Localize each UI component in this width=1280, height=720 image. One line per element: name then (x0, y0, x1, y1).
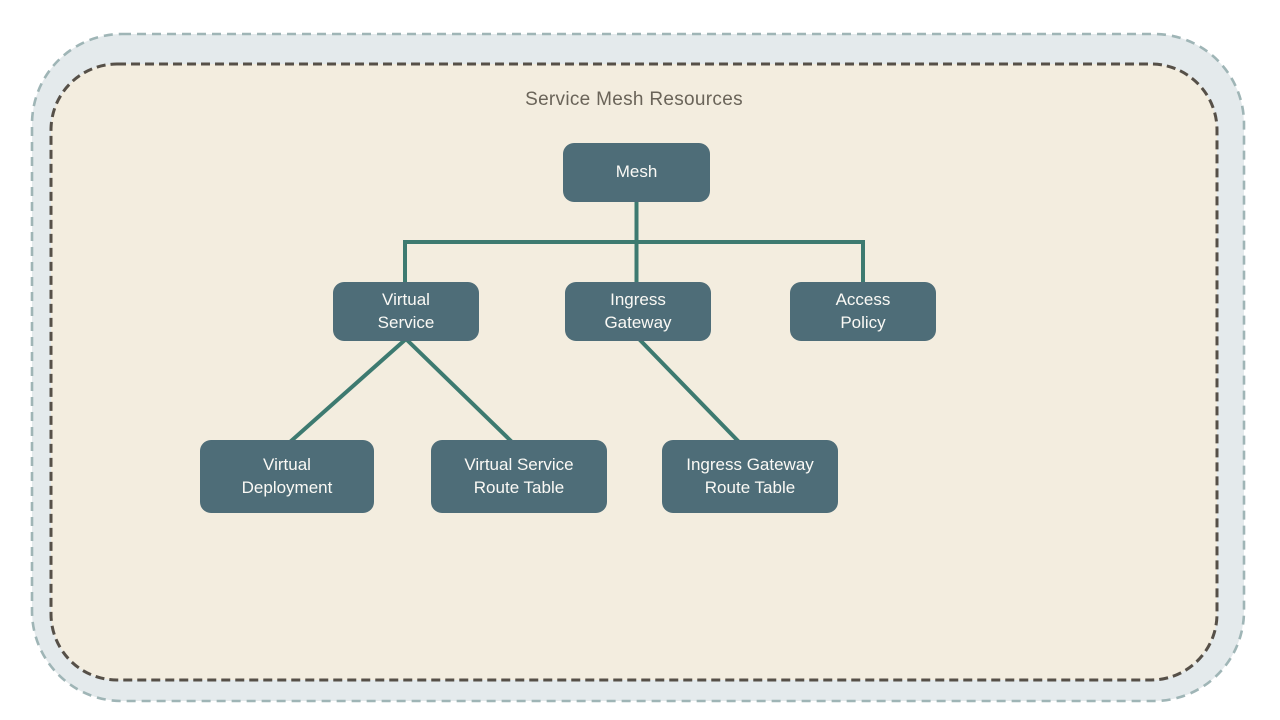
node-ingress-gateway: Ingress Gateway (565, 282, 711, 341)
node-access-policy-label: Access Policy (835, 290, 891, 332)
node-virtual-service-route-table-label: Virtual Service Route Table (464, 455, 574, 497)
node-virtual-deployment-label: Virtual Deployment (241, 455, 333, 497)
edge-virtual-service-route-table (404, 337, 514, 444)
node-ingress-gateway-route-table-label: Ingress Gateway Route Table (686, 455, 814, 497)
node-virtual-service-route-table: Virtual Service Route Table (431, 440, 607, 513)
connector-lines (288, 201, 865, 444)
node-mesh-label: Mesh (615, 162, 658, 182)
diagram-title: Service Mesh Resources (525, 89, 743, 110)
inner-dashed-frame (49, 62, 1219, 682)
node-virtual-deployment: Virtual Deployment (200, 440, 374, 513)
edge-ingress-gateway-route-table (637, 337, 741, 444)
node-mesh: Mesh (563, 143, 710, 202)
node-ingress-gateway-route-table: Ingress Gateway Route Table (662, 440, 838, 513)
node-access-policy: Access Policy (790, 282, 936, 341)
edge-virtual-service-virtual-deployment (288, 337, 408, 444)
node-virtual-service-label: Virtual Service (377, 290, 435, 332)
node-ingress-gateway-label: Ingress Gateway (604, 290, 672, 332)
node-virtual-service: Virtual Service (333, 282, 479, 341)
